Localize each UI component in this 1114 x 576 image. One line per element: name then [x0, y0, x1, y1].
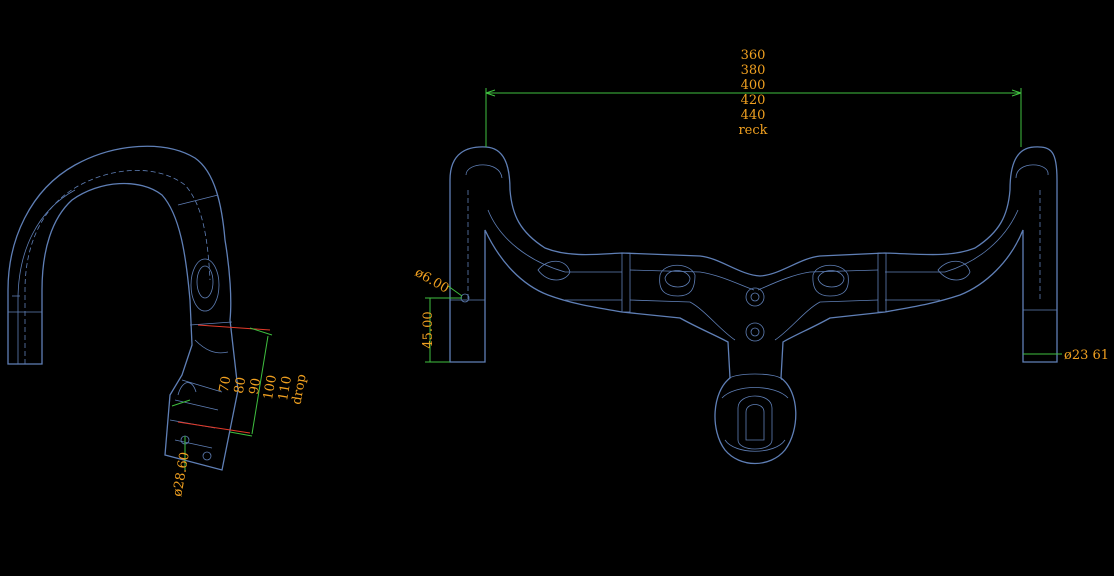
- drop-marker-top: [197, 324, 271, 331]
- width-value-0: 360: [741, 48, 766, 63]
- cable-port-inner-right: [812, 264, 849, 297]
- width-value-3: 420: [741, 93, 766, 108]
- clamp-diameter-label: ø28.60: [170, 451, 193, 498]
- center-bolt-top: [745, 287, 765, 307]
- width-value-4: 440: [741, 108, 766, 123]
- cable-port-left: [537, 260, 571, 281]
- hole-offset-label: 45.00: [421, 311, 436, 348]
- cable-port-right: [937, 260, 971, 281]
- side-view: [7, 145, 273, 471]
- side-hook-outer: [7, 145, 239, 471]
- side-clamp-detail: [190, 258, 220, 312]
- center-clamp-right: [877, 252, 887, 313]
- front-bar-outline: [449, 146, 1058, 464]
- stem-clamp: [737, 395, 773, 450]
- drop-marker-bottom: [177, 421, 251, 434]
- drop-value-2: 90: [247, 377, 265, 396]
- width-label: reck: [738, 123, 767, 138]
- side-hook-centerline: [24, 170, 211, 364]
- drop-value-0: 70: [217, 375, 235, 394]
- center-bolt-bottom: [745, 322, 765, 342]
- drop-value-1: 80: [232, 376, 250, 395]
- width-value-2: 400: [741, 78, 766, 93]
- drop-value-3: 100: [261, 374, 280, 401]
- drop-dimension-line: [251, 335, 269, 435]
- width-value-1: 380: [741, 63, 766, 78]
- drop-label: drop: [290, 373, 310, 406]
- drop-value-4: 110: [276, 375, 295, 402]
- front-view: [425, 88, 1062, 464]
- hole-diameter-label: ø6.00: [412, 265, 451, 296]
- center-clamp-left: [621, 252, 631, 313]
- bar-diameter-label: ø23 61: [1064, 348, 1109, 363]
- cable-port-inner-left: [659, 264, 696, 297]
